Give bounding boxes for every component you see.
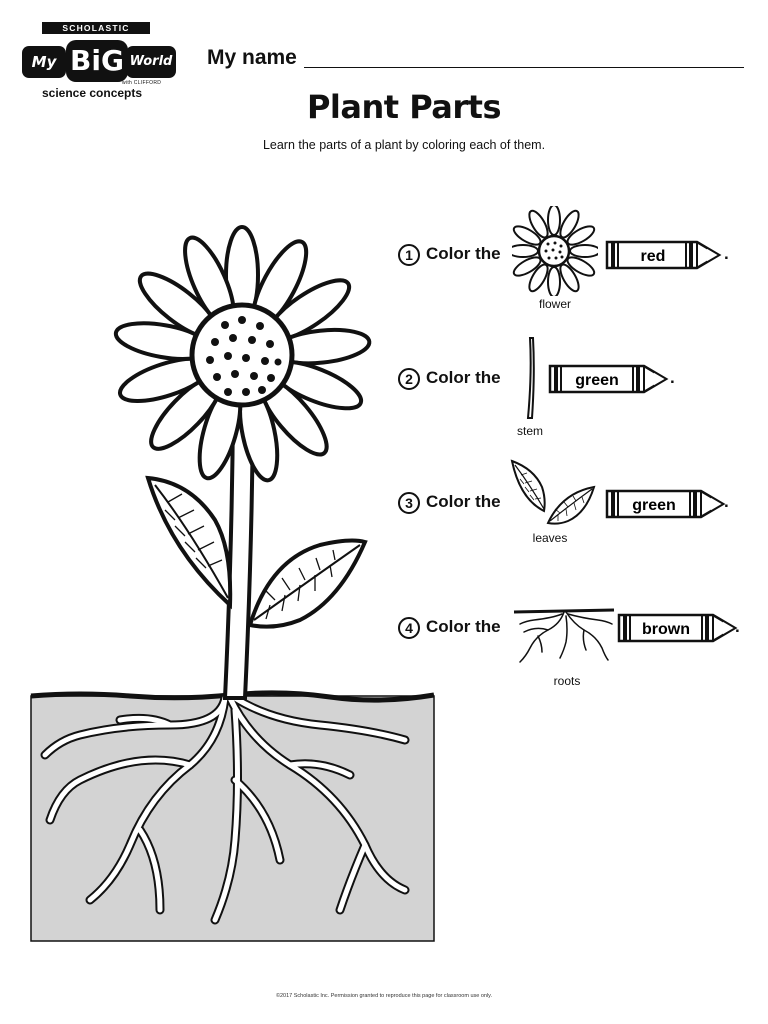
logo-clifford: with CLIFFORD	[122, 80, 162, 86]
stem-label: stem	[516, 424, 543, 438]
logo-world: World	[126, 46, 176, 78]
my-big-world-logo: SCHOLASTIC My BiG World with CLIFFORD sc…	[22, 20, 182, 104]
flower-icon	[512, 206, 598, 296]
step-1-text: Color the	[426, 244, 501, 263]
flower-center	[189, 302, 295, 408]
brown-crayon-label: brown	[642, 621, 690, 638]
stem-icon	[526, 337, 535, 419]
leaves-label: leaves	[532, 531, 568, 545]
plant-illustration	[30, 225, 435, 942]
green-crayon-2: green	[605, 489, 726, 519]
step-1-period: .	[724, 244, 729, 263]
copyright-footer: ©2017 Scholastic Inc. Permission granted…	[275, 993, 493, 999]
roots-label: roots	[553, 674, 581, 688]
logo-big: BiG	[66, 40, 128, 82]
flower-petals	[113, 225, 372, 483]
plant-roots-inner	[42, 695, 408, 923]
left-leaf	[145, 475, 233, 610]
green-crayon-label: green	[575, 372, 619, 389]
brown-crayon: brown	[617, 613, 738, 643]
flower-label: flower	[538, 297, 571, 311]
step-2-period: .	[670, 368, 675, 387]
step-2-number: 2	[398, 368, 420, 390]
plant-stem	[222, 408, 256, 700]
red-crayon: red	[605, 240, 722, 270]
name-write-line[interactable]	[304, 67, 744, 68]
name-label: My name	[207, 46, 297, 69]
step-3-number: 3	[398, 492, 420, 514]
logo-my: My	[22, 46, 66, 78]
step-1-number: 1	[398, 244, 420, 266]
step-2-text: Color the	[426, 368, 501, 387]
page-title: Plant Parts	[306, 88, 502, 126]
logo-subtitle: science concepts	[42, 86, 143, 100]
roots-icon	[513, 608, 615, 663]
step-4-text: Color the	[426, 617, 501, 636]
green-crayon-2-label: green	[632, 497, 676, 514]
step-4-number: 4	[398, 617, 420, 639]
green-crayon: green	[548, 364, 669, 394]
scholastic-wordmark: SCHOLASTIC	[42, 22, 150, 34]
step-3-period: .	[724, 492, 729, 511]
page-instructions: Learn the parts of a plant by coloring e…	[262, 138, 546, 152]
step-4-period: .	[735, 617, 740, 636]
right-leaf	[247, 538, 368, 629]
leaves-icon	[510, 459, 596, 525]
step-3-text: Color the	[426, 492, 501, 511]
red-crayon-label: red	[641, 248, 666, 265]
